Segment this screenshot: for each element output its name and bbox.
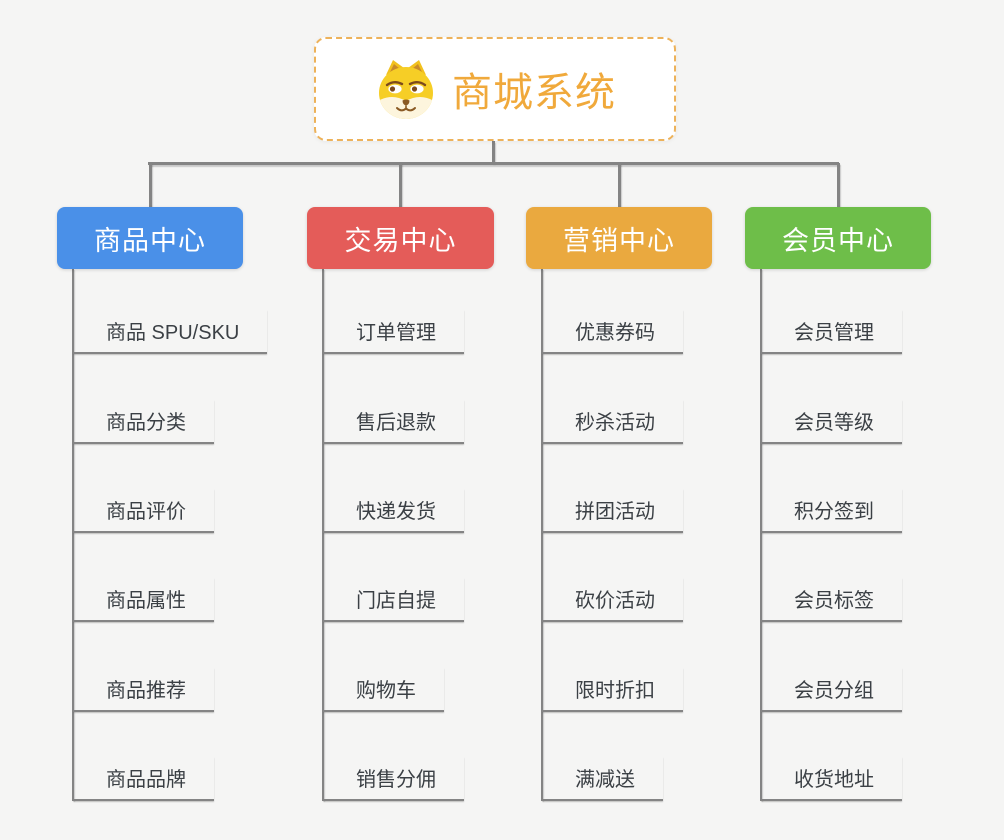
leaf-label: 商品品牌 [106, 769, 186, 791]
leaf-node[interactable]: 商品分类 [72, 398, 214, 444]
branch-spine-member [760, 269, 762, 801]
leaf-node[interactable]: 门店自提 [322, 576, 464, 622]
leaf-node[interactable]: 优惠券码 [541, 308, 683, 354]
root-node[interactable]: 商城系统 [314, 37, 676, 141]
leaf-label: 商品分类 [106, 412, 186, 434]
connector-root-stub [492, 141, 495, 163]
leaf-node[interactable]: 限时折扣 [541, 666, 683, 712]
branch-node-marketing[interactable]: 营销中心 [526, 207, 712, 269]
leaf-label: 售后退款 [356, 412, 436, 434]
leaf-node[interactable]: 拼团活动 [541, 487, 683, 533]
leaf-label: 满减送 [575, 769, 635, 791]
leaf-node[interactable]: 商品品牌 [72, 755, 214, 801]
leaf-node[interactable]: 商品属性 [72, 576, 214, 622]
leaf-label: 砍价活动 [575, 590, 655, 612]
leaf-label: 限时折扣 [575, 680, 655, 702]
leaf-node[interactable]: 会员标签 [760, 576, 902, 622]
branch-spine-marketing [541, 269, 543, 801]
leaf-node[interactable]: 满减送 [541, 755, 663, 801]
branch-node-member[interactable]: 会员中心 [745, 207, 931, 269]
leaf-label: 积分签到 [794, 501, 874, 523]
leaf-label: 商品评价 [106, 501, 186, 523]
connector-horizontal [148, 162, 839, 165]
leaf-node[interactable]: 商品评价 [72, 487, 214, 533]
leaf-node[interactable]: 售后退款 [322, 398, 464, 444]
leaf-node[interactable]: 会员管理 [760, 308, 902, 354]
leaf-label: 会员分组 [794, 680, 874, 702]
leaf-label: 商品属性 [106, 590, 186, 612]
leaf-node[interactable]: 积分签到 [760, 487, 902, 533]
leaf-label: 商品推荐 [106, 680, 186, 702]
leaf-label: 会员管理 [794, 322, 874, 344]
leaf-label: 会员等级 [794, 412, 874, 434]
leaf-node[interactable]: 销售分佣 [322, 755, 464, 801]
leaf-node[interactable]: 会员分组 [760, 666, 902, 712]
leaf-node[interactable]: 购物车 [322, 666, 444, 712]
leaf-label: 拼团活动 [575, 501, 655, 523]
leaf-label: 优惠券码 [575, 322, 655, 344]
branch-node-trade[interactable]: 交易中心 [307, 207, 494, 269]
leaf-node[interactable]: 订单管理 [322, 308, 464, 354]
leaf-label: 商品 SPU/SKU [106, 322, 240, 344]
leaf-label: 门店自提 [356, 590, 436, 612]
leaf-label: 收货地址 [794, 769, 874, 791]
leaf-node[interactable]: 会员等级 [760, 398, 902, 444]
leaf-label: 销售分佣 [356, 769, 436, 791]
branch-spine-product [72, 269, 74, 801]
connector-drop-member [837, 163, 840, 208]
connector-drop-marketing [618, 163, 621, 208]
leaf-node[interactable]: 快递发货 [322, 487, 464, 533]
connector-drop-trade [399, 163, 402, 208]
leaf-node[interactable]: 商品 SPU/SKU [72, 308, 268, 354]
leaf-label: 快递发货 [356, 501, 436, 523]
leaf-label: 会员标签 [794, 590, 874, 612]
leaf-label: 购物车 [356, 680, 416, 702]
connector-drop-product [149, 163, 152, 208]
shiba-dog-icon [379, 60, 433, 119]
leaf-node[interactable]: 秒杀活动 [541, 398, 683, 444]
leaf-label: 订单管理 [356, 322, 436, 344]
leaf-label: 秒杀活动 [575, 412, 655, 434]
leaf-node[interactable]: 收货地址 [760, 755, 902, 801]
branch-node-product[interactable]: 商品中心 [57, 207, 243, 269]
leaf-node[interactable]: 商品推荐 [72, 666, 214, 712]
branch-spine-trade [322, 269, 324, 801]
leaf-node[interactable]: 砍价活动 [541, 576, 683, 622]
root-title: 商城系统 [452, 71, 616, 115]
